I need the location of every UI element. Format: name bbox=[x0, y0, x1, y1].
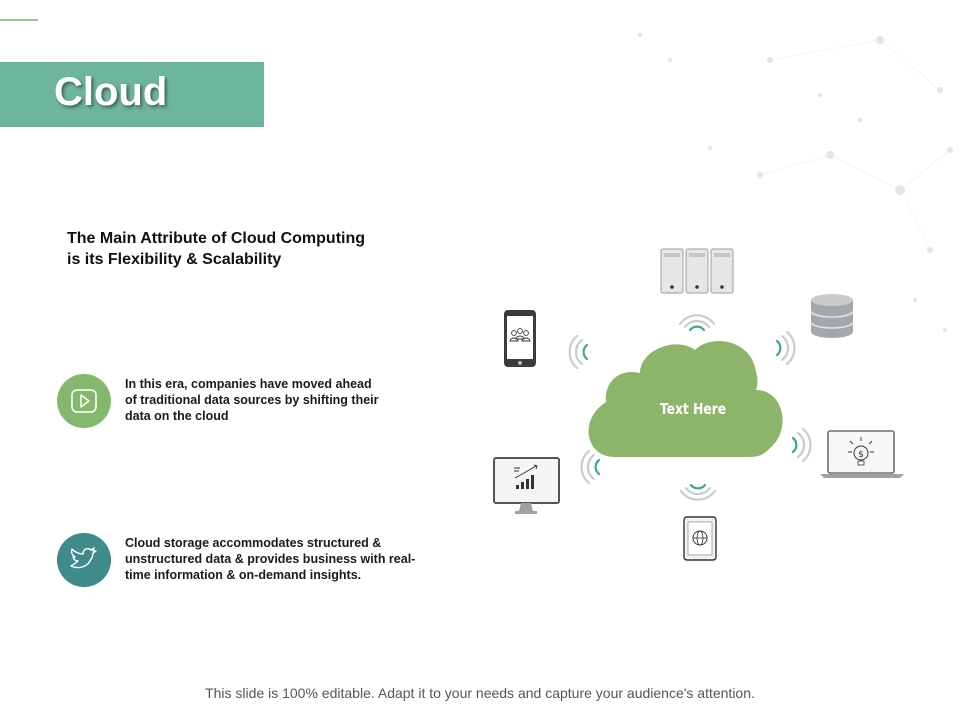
signal-left-lower bbox=[580, 449, 601, 485]
signal-left-upper bbox=[568, 334, 589, 370]
cloud-shape bbox=[588, 341, 783, 457]
point-2-line-2: unstructured data & provides business wi… bbox=[125, 552, 416, 566]
footer-note: This slide is 100% editable. Adapt it to… bbox=[205, 685, 755, 701]
play-icon bbox=[71, 389, 97, 413]
point-1-line-2: of traditional data sources by shifting … bbox=[125, 393, 379, 407]
cloud-label: Text Here bbox=[659, 400, 727, 418]
signal-bottom bbox=[679, 483, 717, 501]
signal-top bbox=[678, 314, 716, 332]
database-icon bbox=[810, 294, 854, 338]
headline-line-1: The Main Attribute of Cloud Computing bbox=[67, 230, 366, 247]
servers-icon bbox=[660, 248, 734, 294]
headline-line-2: is its Flexibility & Scalability bbox=[67, 251, 282, 268]
tablet-globe-icon bbox=[683, 516, 717, 561]
laptop-dollar-icon: $ bbox=[820, 430, 904, 478]
signal-right-upper bbox=[775, 330, 796, 366]
background-network-decoration bbox=[637, 32, 954, 333]
point-1-line-1: In this era, companies have moved ahead bbox=[125, 377, 372, 391]
monitor-chart-icon bbox=[493, 457, 560, 514]
signal-right-lower bbox=[791, 427, 812, 463]
point-text-2: Cloud storage accommodates structured & … bbox=[125, 535, 415, 583]
point-2-line-1: Cloud storage accommodates structured & bbox=[125, 536, 382, 550]
point-1-line-3: data on the cloud bbox=[125, 409, 229, 423]
accent-line bbox=[0, 19, 38, 21]
point-2-line-3: time information & on-demand insights. bbox=[125, 568, 362, 582]
play-icon-circle bbox=[57, 374, 111, 428]
point-text-1: In this era, companies have moved ahead … bbox=[125, 376, 379, 424]
svg-text:$: $ bbox=[858, 450, 864, 460]
headline: The Main Attribute of Cloud Computing is… bbox=[67, 228, 427, 270]
signal-waves bbox=[568, 314, 812, 501]
twitter-bird-icon bbox=[70, 547, 97, 569]
page-title: Cloud bbox=[54, 70, 168, 114]
title-bar bbox=[0, 62, 264, 127]
twitter-icon-circle bbox=[57, 533, 111, 587]
smartphone-users-icon bbox=[504, 310, 536, 367]
